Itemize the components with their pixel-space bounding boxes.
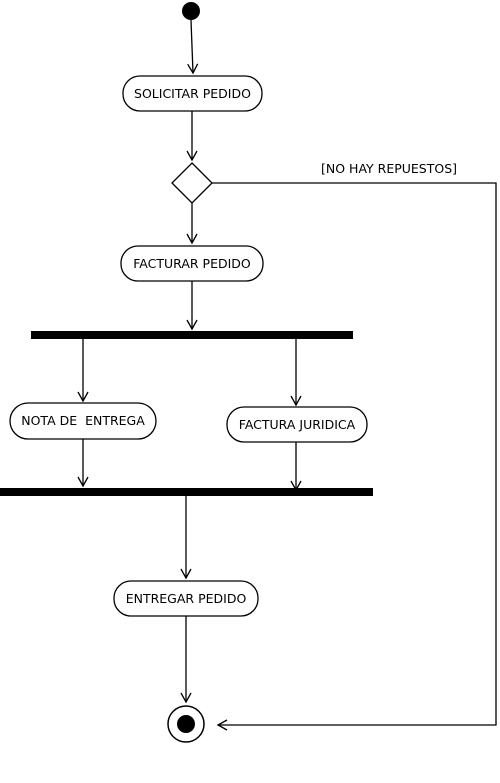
guard-no-hay-repuestos: [NO HAY REPUESTOS] [321,161,457,176]
action-nota-de-entrega-label: NOTA DE ENTREGA [21,413,145,428]
action-factura-juridica: FACTURA JURIDICA [226,406,368,443]
action-solicitar-pedido-label: SOLICITAR PEDIDO [134,86,251,101]
join-bar [0,488,373,496]
decision-node [171,162,213,204]
fork-bar [31,331,353,339]
initial-node [182,2,200,20]
final-node [167,705,205,743]
action-facturar-pedido-label: FACTURAR PEDIDO [133,256,251,271]
edge-initial-to-solicitar [187,19,199,75]
action-solicitar-pedido: SOLICITAR PEDIDO [122,75,263,112]
action-nota-de-entrega: NOTA DE ENTREGA [9,402,157,440]
action-entregar-pedido: ENTREGAR PEDIDO [113,580,259,617]
action-entregar-pedido-label: ENTREGAR PEDIDO [126,591,247,606]
action-factura-juridica-label: FACTURA JURIDICA [239,417,356,432]
action-facturar-pedido: FACTURAR PEDIDO [120,245,264,282]
edge-decision-to-final-guard [212,182,497,731]
